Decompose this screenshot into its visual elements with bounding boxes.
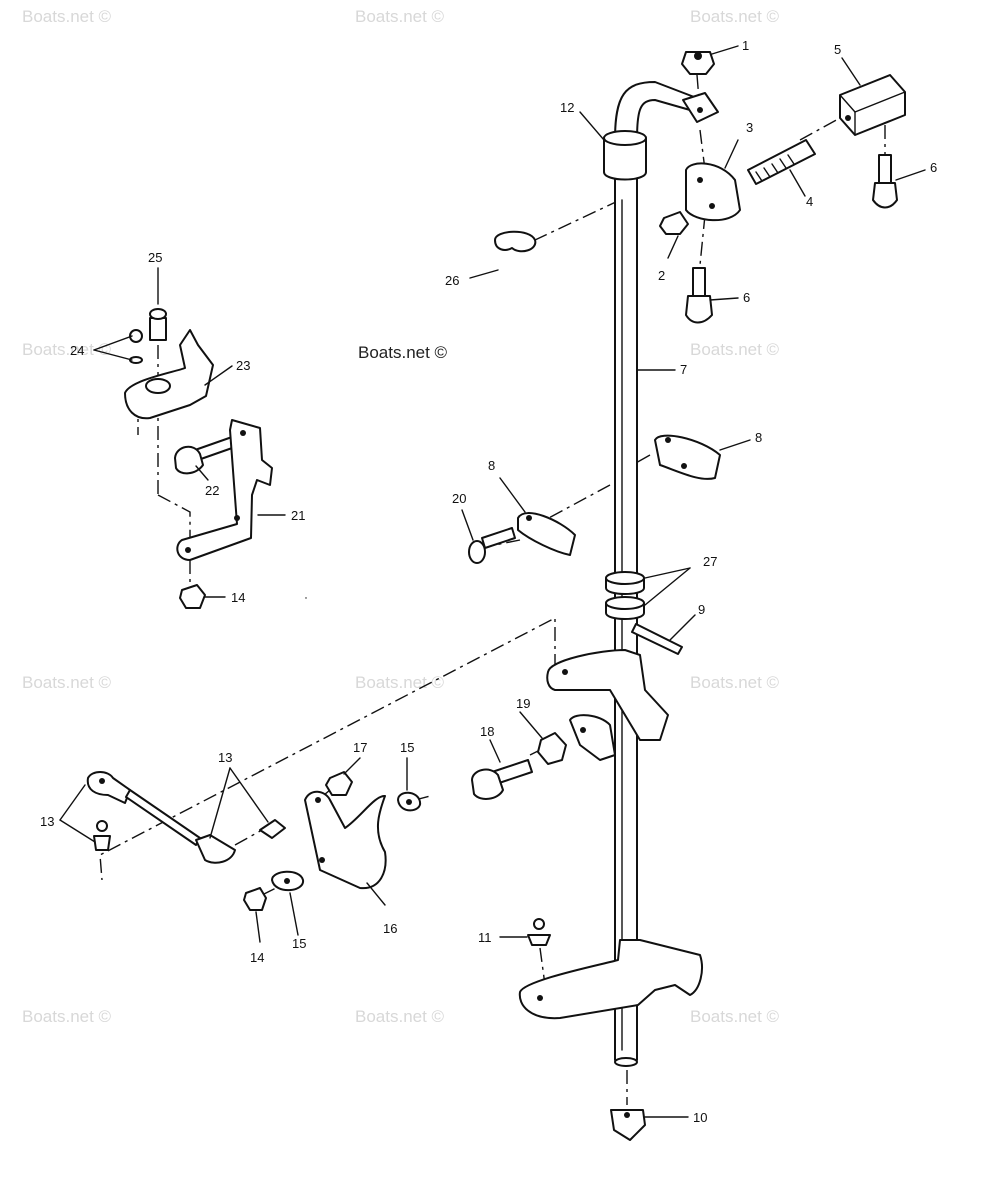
flange-nut-lower <box>243 887 267 911</box>
watermark: Boats.net © <box>22 673 112 692</box>
watermark: Boats.net © <box>690 1007 780 1026</box>
callout-19: 19 <box>516 696 530 711</box>
washer-15-hole <box>406 799 412 805</box>
washer-15-lower-hole <box>284 878 290 884</box>
callout-27: 27 <box>703 554 717 569</box>
watermark: Boats.net © <box>22 7 112 26</box>
callout-2: 2 <box>658 268 665 283</box>
callout-3: 3 <box>746 120 753 135</box>
callout-9: 9 <box>698 602 705 617</box>
nut-17 <box>325 771 353 796</box>
rod-end-right <box>195 834 236 864</box>
callout-7: 7 <box>680 362 687 377</box>
callout-14: 14 <box>250 950 264 965</box>
watermark-layer: Boats.net © Boats.net © Boats.net © Boat… <box>22 7 780 1026</box>
e-clip <box>494 230 537 253</box>
leader-lines <box>59 45 926 1118</box>
shaft-arm-mid <box>546 649 669 761</box>
callout-labels: 1 2 3 4 5 6 6 7 8 8 9 10 11 12 13 13 14 … <box>40 38 937 1125</box>
callout-16: 16 <box>383 921 397 936</box>
cable-clamp <box>124 329 214 420</box>
watermark: Boats.net © <box>690 673 780 692</box>
callout-8: 8 <box>755 430 762 445</box>
ball-stud <box>527 918 551 946</box>
watermark: Boats.net © <box>355 7 445 26</box>
clamp-cap-screw <box>149 308 167 341</box>
callout-13: 13 <box>40 814 54 829</box>
l-bracket <box>176 419 273 561</box>
ball-joint-stud-right <box>259 819 286 839</box>
callout-8: 8 <box>488 458 495 473</box>
clamp-screw <box>468 527 516 564</box>
arm-nut <box>537 732 567 765</box>
lock-nut-top <box>681 51 715 75</box>
callout-25: 25 <box>148 250 162 265</box>
shaft-bushing <box>603 130 647 181</box>
watermark: Boats.net © <box>690 340 780 359</box>
watermark: Boats.net © <box>22 1007 112 1026</box>
callout-10: 10 <box>693 1110 707 1125</box>
rod-end-left <box>86 771 131 804</box>
callout-21: 21 <box>291 508 305 523</box>
brand-watermark: Boats.net © <box>358 343 448 362</box>
callout-20: 20 <box>452 491 466 506</box>
throttle-link-plate <box>304 790 387 890</box>
callout-15: 15 <box>400 740 414 755</box>
connector-block <box>839 74 906 136</box>
shoulder-screw-right <box>872 154 898 209</box>
link-rod <box>125 789 201 846</box>
watermark: Boats.net © <box>22 340 112 359</box>
callout-24: 24 <box>70 343 84 358</box>
callout-22: 22 <box>205 483 219 498</box>
watermark: Boats.net © <box>355 1007 445 1026</box>
bottom-nut <box>610 1109 646 1141</box>
callout-6: 6 <box>743 290 750 305</box>
hex-nut <box>659 211 689 235</box>
callout-17: 17 <box>353 740 367 755</box>
arm-bolt <box>471 759 533 800</box>
ball-joint-stud-left <box>93 820 111 851</box>
tab-hole <box>697 107 703 113</box>
callout-1: 1 <box>742 38 749 53</box>
flange-nut-upper <box>179 584 206 609</box>
callout-6: 6 <box>930 160 937 175</box>
callout-12: 12 <box>560 100 574 115</box>
callout-23: 23 <box>236 358 250 373</box>
shaft-arm-lower <box>518 939 703 1020</box>
shaft-clamp-lower <box>517 512 576 556</box>
assembly-lines <box>99 74 886 1105</box>
small-screw-washer <box>129 329 143 364</box>
callout-18: 18 <box>480 724 494 739</box>
watermark: Boats.net © <box>690 7 780 26</box>
bracket-bolt <box>174 436 236 475</box>
callout-5: 5 <box>834 42 841 57</box>
callout-4: 4 <box>806 194 813 209</box>
callout-14: 14 <box>231 590 245 605</box>
callout-13: 13 <box>218 750 232 765</box>
shoulder-screw-center <box>685 267 713 324</box>
callout-11: 11 <box>478 930 492 945</box>
roll-pin <box>631 623 683 655</box>
threaded-rod <box>747 139 816 185</box>
callout-15: 15 <box>292 936 306 951</box>
shaft-clamp-upper <box>654 434 721 480</box>
shaft-collars <box>605 571 645 620</box>
link-block <box>685 162 741 222</box>
callout-26: 26 <box>445 273 459 288</box>
